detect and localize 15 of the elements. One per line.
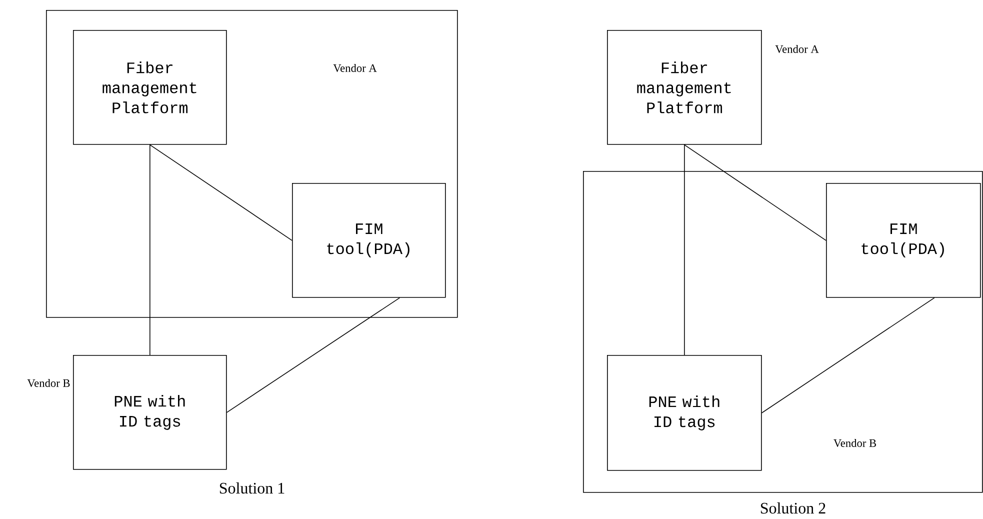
connector-line (226, 297, 400, 413)
vendor-label: Vendor A (775, 45, 819, 54)
process-box: PNE with ID tags (607, 355, 762, 471)
process-box: Fiber management Platform (73, 30, 227, 145)
connector-line (761, 297, 935, 414)
vendor-label: Vendor B (27, 379, 70, 388)
process-box: Fiber management Platform (607, 30, 762, 145)
caption: Solution 2 (760, 502, 826, 514)
connector-line (684, 144, 685, 356)
process-box: FIM tool(PDA) (826, 183, 981, 298)
process-box: PNE with ID tags (73, 355, 227, 470)
process-box: FIM tool(PDA) (292, 183, 446, 298)
connector-line (150, 144, 292, 241)
connector-line (684, 144, 826, 241)
caption: Solution 1 (220, 482, 284, 494)
